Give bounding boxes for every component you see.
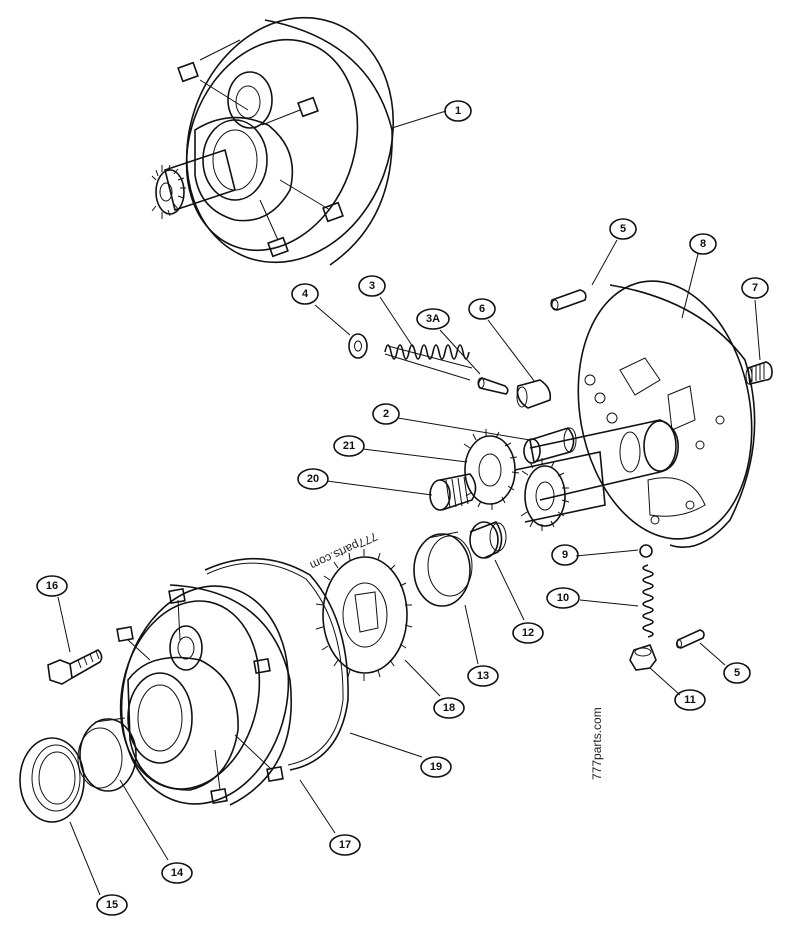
roll-pin-upper	[550, 289, 587, 311]
svg-text:11: 11	[684, 694, 696, 706]
callout-8: 8	[689, 233, 717, 255]
callout-6: 6	[468, 298, 496, 320]
svg-text:21: 21	[343, 440, 355, 452]
callout-21: 21	[333, 435, 365, 457]
callout-12: 12	[512, 622, 544, 644]
needle-bearing	[429, 473, 477, 511]
callout-7: 7	[741, 277, 769, 299]
svg-text:5: 5	[734, 667, 740, 679]
relief-valve	[516, 379, 552, 409]
hex-bolt	[47, 649, 103, 685]
callout-14: 14	[161, 862, 193, 884]
svg-text:20: 20	[307, 473, 319, 485]
callout-4: 4	[291, 283, 319, 305]
svg-text:17: 17	[339, 839, 351, 851]
callout-3a: 3A	[416, 308, 450, 330]
svg-text:15: 15	[106, 899, 118, 911]
svg-text:4: 4	[302, 288, 309, 300]
leader-lines	[57, 110, 761, 896]
pump-housing-rear	[116, 584, 292, 806]
svg-text:18: 18	[443, 702, 455, 714]
svg-text:3: 3	[369, 280, 375, 292]
watermark-vertical: 777parts.com	[590, 707, 604, 780]
callout-16: 16	[36, 575, 68, 597]
check-plug	[629, 644, 657, 671]
callout-15: 15	[96, 894, 128, 916]
bushing	[469, 521, 507, 559]
callout-19: 19	[420, 756, 452, 778]
svg-text:5: 5	[620, 223, 626, 235]
callout-5-lower: 5	[723, 662, 751, 684]
callout-11: 11	[674, 689, 706, 711]
svg-text:13: 13	[477, 670, 489, 682]
svg-text:2: 2	[383, 408, 389, 420]
plug-fitting	[745, 361, 773, 385]
thrust-ring	[77, 717, 137, 792]
svg-text:6: 6	[479, 303, 485, 315]
callout-18: 18	[433, 697, 465, 719]
svg-text:19: 19	[430, 761, 442, 773]
svg-text:9: 9	[562, 549, 568, 561]
svg-text:12: 12	[522, 627, 534, 639]
check-ball	[639, 544, 653, 558]
pump-body-plate	[514, 280, 756, 549]
callout-1: 1	[444, 100, 472, 122]
pump-housing-front	[151, 16, 395, 266]
svg-text:10: 10	[557, 592, 569, 604]
watermark-upside-down: 777parts.com	[308, 529, 380, 572]
callout-20: 20	[297, 468, 329, 490]
bearing-race	[413, 531, 473, 607]
callout-13: 13	[467, 665, 499, 687]
washer	[348, 333, 368, 359]
svg-text:8: 8	[700, 238, 706, 250]
check-spring	[642, 564, 654, 638]
callout-5-upper: 5	[609, 218, 637, 240]
svg-text:1: 1	[455, 105, 461, 117]
valve-sleeve	[523, 427, 577, 464]
spring-pin	[477, 377, 509, 395]
oil-seal	[19, 737, 85, 823]
o-ring-seal	[204, 557, 349, 771]
driven-gear	[315, 549, 413, 681]
callout-3: 3	[358, 275, 386, 297]
callout-10: 10	[546, 587, 580, 609]
callout-2: 2	[372, 403, 400, 425]
callout-9: 9	[551, 544, 579, 566]
svg-text:3A: 3A	[426, 313, 440, 325]
pump-housing-front-spline	[151, 164, 186, 219]
roll-pin-lower	[676, 629, 705, 649]
callout-17: 17	[329, 834, 361, 856]
svg-text:7: 7	[752, 282, 758, 294]
svg-text:16: 16	[46, 580, 58, 592]
svg-text:14: 14	[171, 867, 184, 879]
pump-body-spline	[520, 458, 570, 531]
relief-spring	[384, 344, 473, 381]
